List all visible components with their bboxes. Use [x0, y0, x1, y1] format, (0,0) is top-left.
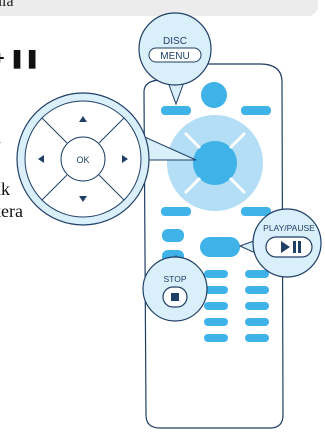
disc-menu-label-line1: DISC — [163, 36, 187, 47]
remote-row-button[interactable] — [245, 286, 269, 294]
remote-button-right-2[interactable] — [241, 207, 271, 216]
dpad-ok-label: OK — [76, 155, 89, 165]
remote-small-button-1[interactable] — [162, 229, 184, 242]
remote-row-button[interactable] — [245, 270, 269, 278]
remote-top-round-button[interactable] — [201, 82, 227, 108]
remote-row-button[interactable] — [245, 302, 269, 310]
remote-button-left-1[interactable] — [161, 106, 191, 115]
disc-menu-label-line2: MENU — [160, 51, 189, 62]
remote-row-button[interactable] — [245, 334, 269, 342]
play-pause-label: PLAY/PAUSE — [263, 223, 315, 233]
remote-row-button[interactable] — [204, 270, 228, 278]
remote-button-left-2[interactable] — [161, 207, 191, 216]
remote-row-button[interactable] — [204, 302, 228, 310]
stop-label: STOP — [164, 274, 187, 284]
remote-row-button[interactable] — [204, 318, 228, 326]
remote-row-button[interactable] — [204, 334, 228, 342]
stop-icon — [171, 293, 179, 301]
remote-button-right-1[interactable] — [241, 106, 271, 115]
remote-play-button[interactable] — [200, 237, 240, 257]
remote-row-button[interactable] — [245, 318, 269, 326]
remote-row-button[interactable] — [204, 286, 228, 294]
